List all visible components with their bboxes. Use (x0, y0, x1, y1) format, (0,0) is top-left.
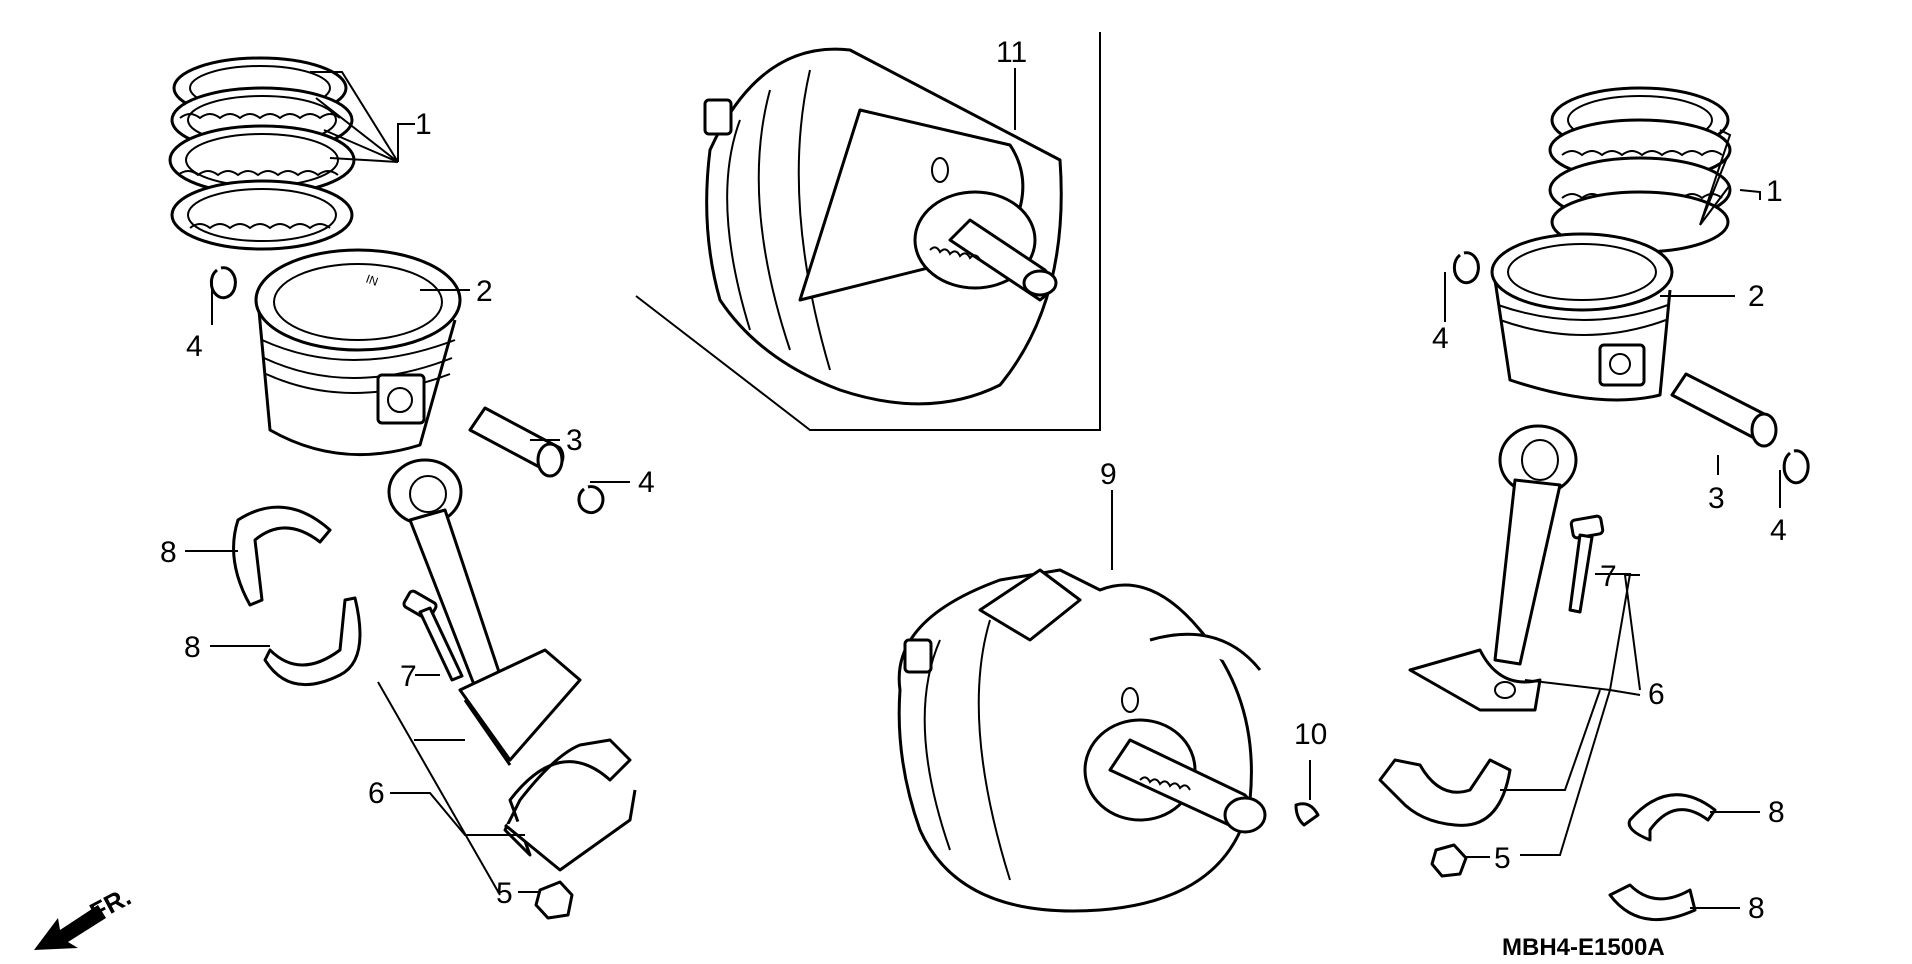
right-connecting-rod (1408, 424, 1578, 712)
label-1-left: 1 (415, 108, 432, 141)
part-labels: 1 2 3 4 4 5 6 7 8 8 9 10 11 1 2 3 4 4 5 … (160, 36, 1787, 925)
front-arrow-icon (34, 905, 106, 950)
diagram-code: MBH4-E1500A (1502, 934, 1665, 959)
label-7-right: 7 (1600, 560, 1617, 593)
label-4-right-a: 4 (1432, 322, 1449, 355)
label-2-right: 2 (1748, 280, 1765, 313)
left-rod-nut (534, 880, 574, 920)
label-4-left-b: 4 (638, 466, 655, 499)
label-8-right-b: 8 (1748, 892, 1765, 925)
label-2-left: 2 (476, 275, 493, 308)
right-rod-bolt (1568, 514, 1605, 614)
label-5-right: 5 (1494, 842, 1511, 875)
right-circlip-lower (1782, 449, 1810, 485)
label-10: 10 (1294, 718, 1327, 751)
label-4-left-a: 4 (186, 330, 203, 363)
left-piston: IN (254, 248, 462, 457)
left-piston-pin (468, 406, 565, 478)
label-6-left: 6 (368, 777, 385, 810)
leader-lines (185, 68, 1781, 909)
left-circlip-lower (577, 485, 605, 515)
label-8-left-b: 8 (184, 631, 201, 664)
label-6-right: 6 (1648, 678, 1665, 711)
label-5-left: 5 (496, 877, 513, 910)
label-9: 9 (1100, 458, 1117, 491)
label-7-left: 7 (400, 660, 417, 693)
left-bearing-upper (232, 505, 332, 607)
label-3-left: 3 (566, 424, 583, 457)
right-bearing-upper (1627, 793, 1717, 842)
left-connecting-rod (387, 458, 582, 766)
crankshaft-box-outline (635, 32, 1101, 431)
label-1-right: 1 (1766, 175, 1783, 208)
right-piston-pin (1670, 372, 1778, 448)
left-rod-cap (503, 738, 637, 872)
right-piston-rings (1548, 86, 1732, 254)
left-circlip-upper (209, 266, 237, 300)
left-bearing-lower (263, 596, 362, 687)
label-8-left-a: 8 (160, 536, 177, 569)
crankshaft-assembly-upper (703, 47, 1063, 406)
piston-mark-left: IN (364, 272, 380, 289)
crankshaft-lower (897, 568, 1267, 913)
left-rod-bolt (402, 589, 464, 682)
right-rod-cap (1378, 758, 1512, 827)
label-8-right-a: 8 (1768, 796, 1785, 829)
woodruff-key (1294, 802, 1320, 827)
right-bearing-lower (1608, 883, 1697, 922)
right-rod-nut (1430, 843, 1468, 878)
front-direction-marker: FR. (34, 881, 136, 950)
right-piston (1490, 232, 1674, 402)
label-4-right-b: 4 (1770, 514, 1787, 547)
right-circlip-upper (1452, 251, 1480, 285)
label-11: 11 (996, 36, 1027, 69)
left-piston-rings (168, 56, 356, 251)
label-3-right: 3 (1708, 482, 1725, 515)
